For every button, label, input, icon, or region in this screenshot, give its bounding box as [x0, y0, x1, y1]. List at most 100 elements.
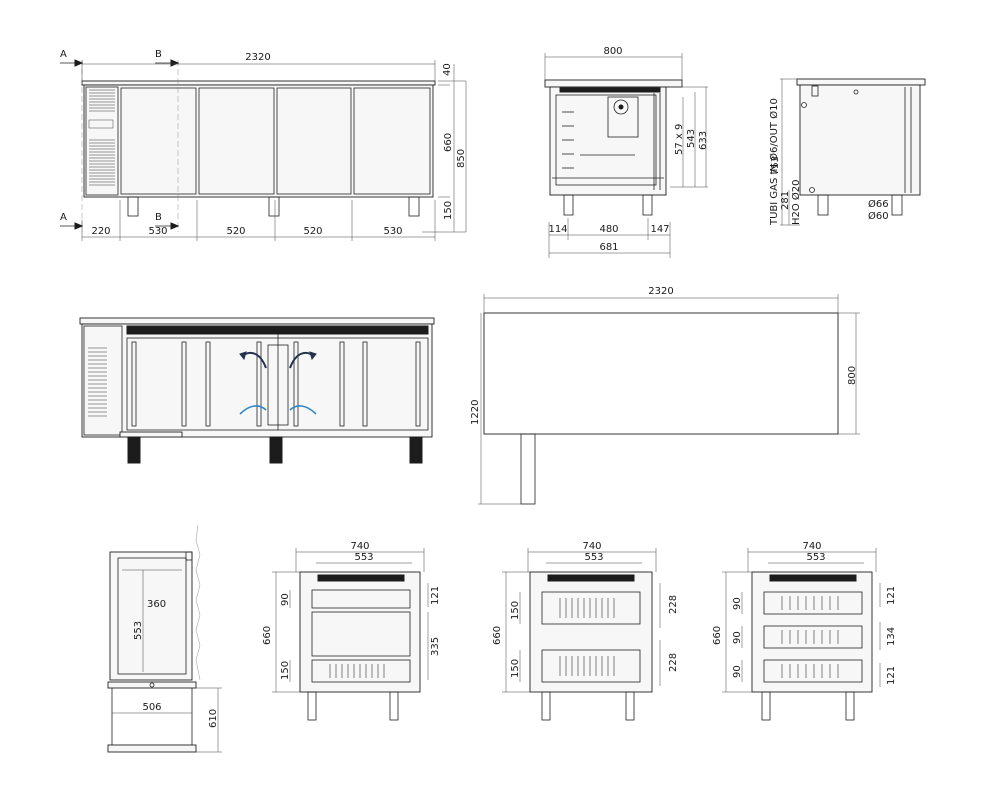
engine-compartment — [85, 86, 119, 196]
front-segment-1: 220 — [91, 226, 110, 237]
drawer-config-3-right-1: 121 — [886, 586, 897, 605]
fan-icon — [613, 99, 629, 115]
open-compartment — [126, 337, 429, 431]
drawer-config-3-leg-1 — [761, 691, 771, 721]
front-segment-3: 520 — [226, 226, 245, 237]
front-door-4 — [353, 87, 431, 195]
door-detail-inner-height: 553 — [133, 621, 144, 640]
door-detail-inner-width: 360 — [147, 599, 166, 610]
side-profile-cabinet — [799, 84, 921, 196]
plan-depth: 800 — [847, 366, 858, 385]
side-section-tray-dims: 57 x 9 — [674, 124, 685, 155]
drawer-config-3-grill — [781, 596, 839, 678]
side-section-bottom-2: 480 — [599, 224, 618, 235]
drawer-config-2-body — [529, 571, 653, 693]
front-door-1 — [120, 87, 197, 195]
door-detail-base-top — [107, 681, 197, 689]
drawer-config-1-leg-1 — [307, 691, 317, 721]
open-engine-grill — [88, 347, 107, 417]
drawer-config-1-left-2: 150 — [280, 661, 291, 680]
drawer-config-3-left-1: 90 — [732, 597, 743, 610]
drawer-config-1-height: 660 — [262, 626, 273, 645]
section-b-top-label: B — [155, 49, 162, 60]
drawer-config-1-right-2: 335 — [430, 637, 441, 656]
drawer-config-3-drawer-3 — [763, 659, 863, 683]
evaporator-fan-box — [607, 96, 639, 138]
drawer-config-3-outer-width: 740 — [802, 541, 821, 552]
side-profile-h2o-height: 281 — [780, 191, 791, 210]
drawer-config-2-height: 660 — [492, 626, 503, 645]
front-leg-1 — [127, 196, 139, 217]
door-detail-base-bottom — [107, 744, 197, 753]
front-cabinet — [83, 84, 434, 198]
side-section-view: 800 57 x 9 543 633 114 480 147 681 — [544, 46, 709, 258]
drawer-config-1-leg-2 — [389, 691, 399, 721]
plan-overall-depth: 1220 — [470, 400, 481, 425]
drawer-config-3-drawer-1 — [763, 591, 863, 615]
drawer-config-2-right-1: 228 — [668, 595, 679, 614]
side-section-top-seal — [559, 87, 661, 93]
door-detail-view: 360 553 506 610 — [107, 524, 222, 753]
drawer-config-2-outer-width: 740 — [582, 541, 601, 552]
front-cabinet-height: 660 — [443, 133, 454, 152]
section-b-bottom-label: B — [155, 212, 162, 223]
drawer-config-1-grill — [329, 664, 385, 678]
drawer-config-2: 740 553 660 150 150 228 228 — [492, 541, 679, 721]
drawer-config-3-height: 660 — [712, 626, 723, 645]
plan-width: 2320 — [648, 286, 673, 297]
side-section-worktop — [544, 79, 683, 88]
front-leg-2 — [268, 196, 280, 217]
door-detail-frame — [109, 551, 193, 681]
drawer-config-3-leg-2 — [845, 691, 855, 721]
open-engine-compartment — [83, 325, 123, 436]
airflow-in-right-arrow — [289, 405, 317, 415]
side-profile-gas-note: TUBI GAS IN Ø6/OUT Ø10 — [768, 98, 780, 226]
side-profile-worktop — [796, 78, 926, 86]
side-profile-foot-1: Ø66 — [868, 198, 889, 210]
central-evaporator — [267, 344, 289, 426]
front-overall-width: 2320 — [245, 52, 270, 63]
section-a-bottom-label: A — [60, 212, 67, 223]
plan-door-swing — [520, 433, 536, 505]
plan-view: 2320 800 1220 — [470, 286, 860, 505]
side-section-leg-1 — [563, 194, 574, 216]
drawer-config-2-right-2: 228 — [668, 653, 679, 672]
front-leg-height: 150 — [443, 201, 454, 220]
drawer-config-3-left-3: 90 — [732, 665, 743, 678]
drawer-config-2-left-2: 150 — [510, 659, 521, 678]
front-door-2 — [198, 87, 275, 195]
front-door-3 — [276, 87, 352, 195]
drawer-config-3-body — [751, 571, 873, 693]
side-profile-height: 753 — [770, 156, 781, 175]
open-leg-1 — [127, 436, 141, 464]
front-worktop — [81, 80, 436, 86]
engine-grill-lower — [89, 139, 115, 186]
section-a-top-label: A — [60, 49, 67, 60]
drawer-config-3-left-2: 90 — [732, 631, 743, 644]
control-panel — [88, 119, 114, 129]
front-segment-2: 530 — [148, 226, 167, 237]
door-detail-base-height: 610 — [208, 709, 219, 728]
gas-inlet-icon — [801, 102, 807, 108]
drawer-config-3-inner-width: 553 — [806, 552, 825, 563]
open-leg-3 — [409, 436, 423, 464]
drawer-config-1-outer-width: 740 — [350, 541, 369, 552]
front-elevation: A A B B 2320 40 660 850 150 220 530 520 … — [60, 49, 467, 241]
drawer-config-1-drawer-3 — [311, 659, 411, 683]
side-profile-h2o-note: H2O Ø20 — [790, 179, 802, 225]
front-segment-4: 520 — [303, 226, 322, 237]
drawer-config-1-inner-width: 553 — [354, 552, 373, 563]
door-detail-base-width: 506 — [142, 702, 161, 713]
open-leg-2 — [269, 436, 283, 464]
side-section-inner-height: 543 — [686, 129, 697, 148]
drawer-config-2-drawer-2 — [541, 649, 641, 683]
side-section-outer-height: 633 — [698, 131, 709, 150]
front-total-height: 850 — [456, 149, 467, 168]
side-section-inner — [555, 94, 657, 186]
drawer-config-2-leg-2 — [625, 691, 635, 721]
open-front-view — [79, 317, 435, 464]
side-section-leg-2 — [642, 194, 653, 216]
door-detail-glass — [117, 557, 187, 675]
side-section-bottom-total: 681 — [599, 242, 618, 253]
